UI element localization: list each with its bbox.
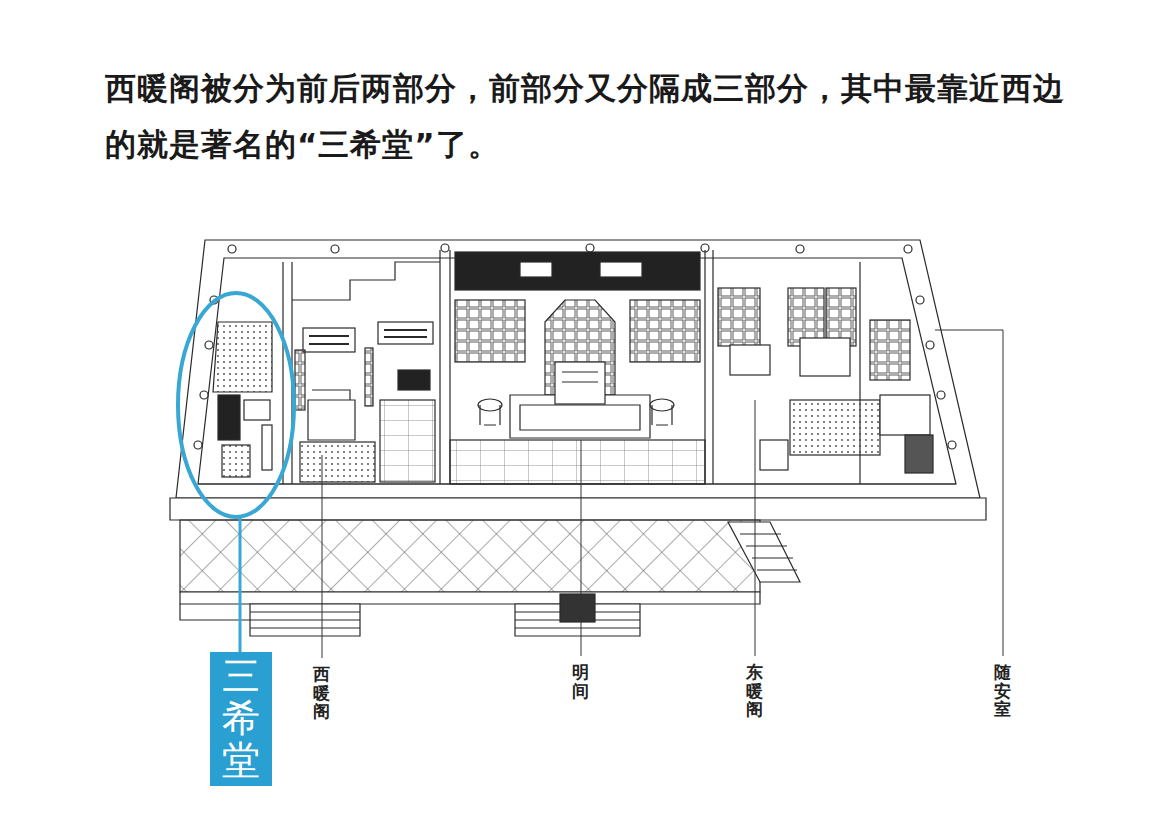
building-drawing [520, 405, 640, 430]
wall-bolt [205, 341, 213, 349]
building-drawing [170, 240, 986, 636]
wall-bolt [228, 245, 236, 253]
wall-bolt [200, 391, 208, 399]
building-drawing [300, 442, 375, 482]
incense-burner [478, 399, 502, 411]
building-drawing [180, 592, 760, 604]
wall-bolt [948, 441, 956, 449]
wall-bolt [331, 245, 339, 253]
building-drawing [790, 400, 880, 455]
building-drawing [398, 370, 430, 390]
building-drawing [800, 338, 850, 376]
building-drawing [303, 328, 355, 352]
building-drawing [309, 336, 349, 344]
building-drawing [250, 604, 360, 636]
highlight-ellipse [178, 293, 294, 517]
building-drawing [562, 372, 598, 382]
incense-burner [652, 405, 672, 425]
wall-bolt [937, 391, 945, 399]
building-drawing [308, 390, 355, 440]
building-drawing [218, 395, 240, 440]
building-drawing [380, 400, 435, 482]
building-drawing [292, 262, 440, 300]
highlight-ellipse [178, 293, 294, 652]
wall-bolt [194, 441, 202, 449]
building-drawing [520, 262, 552, 277]
building-drawing [560, 594, 595, 622]
room-label: 西暖阁 [313, 665, 330, 721]
building-drawing [630, 300, 700, 362]
wall-bolt [916, 296, 924, 304]
building-drawing [760, 440, 788, 470]
building-drawing [295, 350, 305, 410]
box-title: 三希堂 [222, 656, 260, 781]
room-label: 明间 [572, 663, 589, 700]
building-drawing [718, 288, 760, 346]
leader-line [755, 400, 756, 656]
wall-bolt [796, 245, 804, 253]
building-drawing [440, 250, 713, 484]
room-label: 东暖阁 [746, 663, 763, 719]
building-drawing [730, 345, 770, 375]
leader-line [322, 330, 1003, 658]
heading: 西暖阁被分为前后两部分，前部分又分隔成三部分，其中最靠近西边的就是著名的“三希堂… [105, 60, 1080, 172]
incense-burner [478, 399, 674, 425]
building-drawing [384, 330, 427, 337]
building-drawing [450, 440, 705, 484]
building-drawing [905, 435, 933, 473]
building-drawing [378, 322, 433, 344]
building-drawing [180, 520, 760, 592]
building-drawing [728, 522, 800, 582]
building-drawing [222, 445, 250, 477]
building-drawing [870, 320, 910, 380]
leader-line [935, 330, 1003, 656]
wall-bolt [441, 244, 449, 252]
incense-burner [480, 405, 500, 425]
room-label: 随安室 [994, 663, 1011, 719]
incense-burner [650, 399, 674, 411]
building-drawing [170, 498, 986, 520]
wall-bolt [904, 245, 912, 253]
building-drawing [365, 348, 373, 406]
label-box: 三希堂 [210, 652, 272, 786]
leader-line [581, 440, 582, 656]
leader-line [322, 455, 323, 658]
wall-bolt [926, 341, 934, 349]
building-drawing [213, 322, 272, 392]
building-drawing [455, 300, 525, 362]
building-drawing [262, 425, 272, 470]
building-drawing [555, 362, 605, 404]
wall-bolt [586, 244, 594, 252]
building-drawing [455, 252, 700, 290]
building-drawing [244, 400, 270, 420]
building-drawing [176, 240, 980, 498]
building-drawing [826, 288, 856, 346]
building-drawing [880, 395, 930, 435]
building-drawing [788, 288, 824, 346]
building-drawing [198, 258, 956, 484]
highlight-ellipse [239, 518, 242, 652]
building-drawing [600, 262, 642, 277]
